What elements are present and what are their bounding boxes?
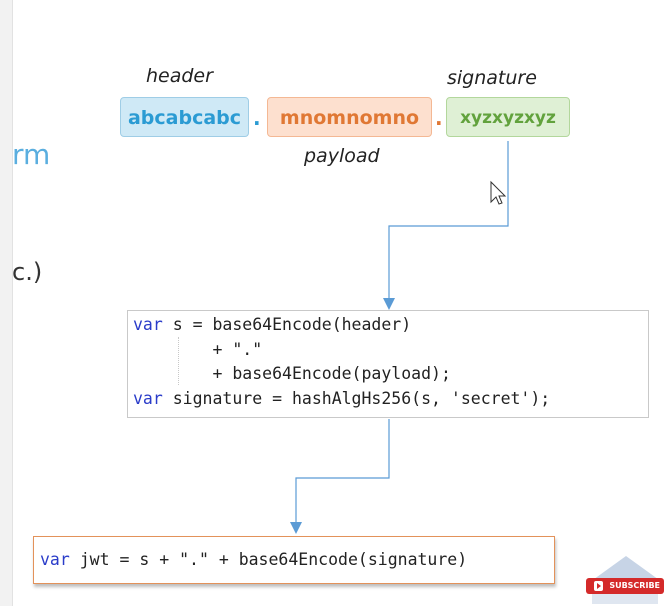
header-label: header: [146, 65, 213, 87]
cropped-text-fragment: c.): [12, 258, 43, 286]
payload-token: mnomnomno: [267, 97, 432, 137]
jwt-assembly-code: var jwt = s + "." + base64Encode(signatu…: [33, 536, 555, 584]
cropped-title-fragment: rm: [12, 138, 51, 171]
jwt-arrowhead: [290, 522, 302, 534]
code-line: + base64Encode(payload);: [133, 362, 648, 387]
signature-code-block: var s = base64Encode(header) + "." + bas…: [127, 310, 649, 418]
house-base: [592, 594, 658, 604]
play-icon: [594, 581, 603, 591]
code-text: + base64Encode(payload);: [133, 364, 451, 383]
signature-token: xyzxyzxyz: [446, 97, 570, 137]
code-to-jwt-connector: [295, 419, 390, 524]
payload-label: payload: [304, 145, 380, 167]
separator-dot-2: .: [435, 106, 443, 130]
code-line: var s = base64Encode(header): [133, 313, 648, 338]
signature-to-code-connector: [388, 141, 509, 300]
subscribe-button[interactable]: SUBSCRIBE: [582, 556, 666, 604]
code-text: + ".": [133, 339, 263, 359]
code-keyword: var: [133, 315, 163, 334]
subscribe-label: SUBSCRIBE: [609, 581, 660, 590]
left-panel-edge: [0, 0, 13, 606]
code-line: var signature = hashAlgHs256(s, 'secret'…: [133, 387, 648, 412]
indent-guide: [178, 337, 179, 385]
code-text: s = base64Encode(header): [162, 315, 412, 334]
code-text: jwt = s + "." + base64Encode(signature): [69, 550, 468, 569]
code-keyword: var: [133, 388, 163, 408]
code-line: + ".": [133, 338, 648, 363]
header-token: abcabcabc: [120, 97, 249, 137]
code-keyword: var: [40, 550, 70, 569]
subscribe-badge: SUBSCRIBE: [586, 578, 664, 594]
code-arrowhead: [383, 298, 395, 310]
signature-label: signature: [447, 67, 537, 89]
separator-dot-1: .: [253, 106, 261, 130]
code-text: signature = hashAlgHs256(s, 'secret');: [162, 388, 551, 408]
house-roof-icon: [590, 556, 662, 582]
mouse-cursor-icon: [490, 180, 507, 205]
